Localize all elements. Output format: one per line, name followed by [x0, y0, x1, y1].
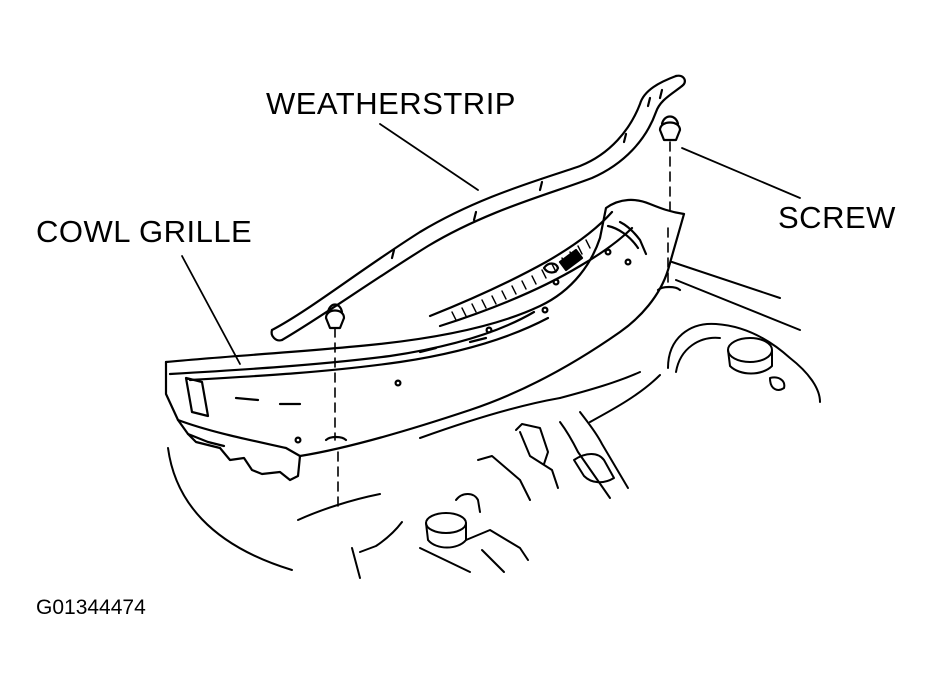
- cowl-grille: [166, 200, 684, 480]
- weatherstrip-clip: [540, 182, 542, 190]
- cowl-grille-label: COWL GRILLE: [36, 214, 253, 249]
- cowl-dash: [420, 348, 436, 352]
- weatherstrip-clip: [474, 212, 476, 220]
- cowl-hole: [296, 438, 301, 443]
- cowl-dash: [470, 338, 486, 342]
- cowl-hole: [487, 328, 492, 333]
- figure-id: G01344474: [36, 596, 146, 619]
- bay-contour: [590, 375, 660, 422]
- weatherstrip-inner: [282, 86, 682, 340]
- firewall-line: [420, 398, 560, 438]
- reservoir-body: [360, 522, 402, 552]
- hose-bracket: [516, 424, 548, 464]
- bay-lower: [420, 548, 470, 572]
- reservoir-lines: [466, 530, 528, 560]
- cowl-left-panel: [186, 378, 208, 416]
- weatherstrip-clip: [660, 90, 662, 98]
- hose-bracket-2: [520, 432, 558, 488]
- leader-lines: [182, 124, 800, 364]
- screw-left-cap: [328, 305, 342, 313]
- booster-hose-2: [580, 412, 628, 488]
- cowl-hole: [606, 250, 611, 255]
- bay-floor: [352, 548, 360, 578]
- screw-left-seat: [326, 437, 346, 440]
- strut-mount-side: [728, 350, 772, 374]
- reservoir-neck: [456, 494, 480, 512]
- screw-right-seat: [658, 287, 680, 290]
- weatherstrip-clip: [624, 134, 626, 142]
- screw-left-head: [326, 311, 344, 329]
- cowl-vent-block: [560, 250, 582, 270]
- hood-edge-line-2: [676, 280, 800, 330]
- weatherstrip: [272, 76, 685, 341]
- strut-mount: [728, 338, 772, 362]
- screw-label: SCREW: [778, 200, 896, 235]
- strut-tower: [668, 324, 820, 402]
- cowl-hole: [543, 308, 548, 313]
- cowl-vent-teeth: [452, 240, 590, 320]
- cowl-ridge-2: [190, 318, 548, 380]
- cowl-ridge: [170, 312, 534, 374]
- screw-right-head: [660, 123, 680, 141]
- engine-bay: [168, 262, 820, 578]
- cowl-slot: [430, 212, 612, 316]
- reservoir-cap-side: [426, 523, 466, 548]
- weatherstrip-clip: [392, 250, 394, 258]
- cowl-right-tab-2: [620, 222, 646, 254]
- cowl-slot-2: [440, 228, 632, 326]
- leader-cowl-grille: [182, 256, 240, 364]
- booster-hose: [560, 422, 610, 498]
- hose-line: [478, 456, 530, 500]
- leader-screw: [682, 148, 800, 198]
- booster-clamp: [574, 454, 614, 482]
- bay-lower-2: [482, 550, 504, 572]
- weatherstrip-end: [272, 330, 282, 340]
- weatherstrip-outer: [272, 76, 676, 330]
- cowl-lower-edge: [178, 214, 684, 456]
- cowl-dash: [236, 398, 258, 400]
- weatherstrip-clip: [648, 98, 650, 106]
- screw-right-cap: [662, 117, 678, 125]
- reservoir-cap: [426, 513, 466, 533]
- bay-rib: [298, 494, 380, 520]
- leader-weatherstrip: [380, 124, 478, 190]
- hood-edge-line: [672, 262, 780, 298]
- cowl-left-end: [166, 362, 224, 446]
- cowl-hole: [554, 280, 559, 285]
- screw-left: [326, 305, 346, 507]
- firewall-line-2: [560, 372, 640, 398]
- cowl-bottom-edge: [188, 434, 300, 480]
- fender-outline: [168, 448, 292, 570]
- weatherstrip-label: WEATHERSTRIP: [266, 86, 516, 121]
- cowl-vent-ring: [544, 264, 558, 273]
- strut-tower-inner: [676, 338, 720, 372]
- screw-right: [658, 117, 680, 291]
- cowl-right-tab: [608, 226, 638, 248]
- weatherstrip-tip: [676, 76, 685, 86]
- cowl-hole: [396, 381, 401, 386]
- cowl-top-edge: [166, 200, 684, 362]
- strut-nut: [770, 377, 784, 389]
- cowl-hole: [626, 260, 631, 265]
